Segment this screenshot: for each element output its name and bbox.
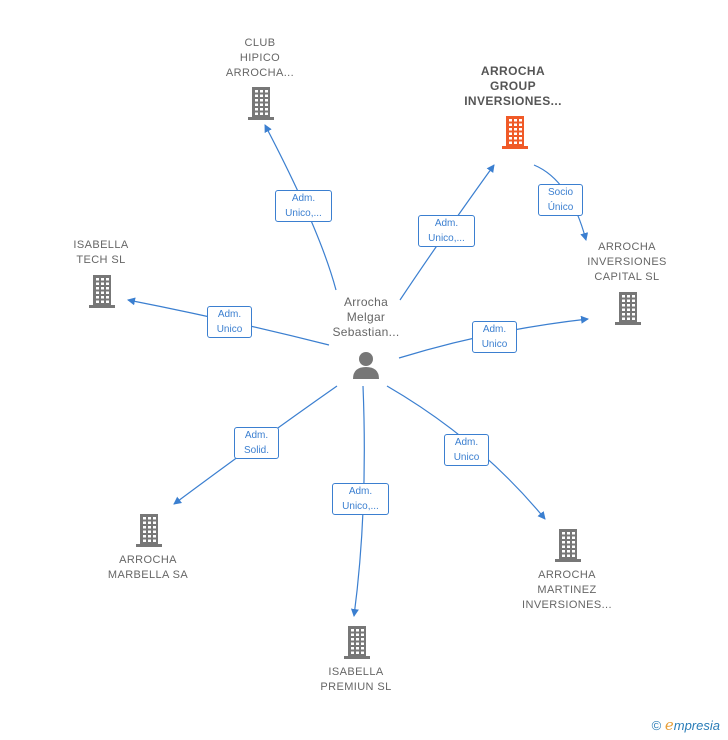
edge-label-group-capital[interactable]: Socio Único [538,184,583,216]
brand-initial: e [664,716,674,734]
building-icon-isabella_tech[interactable] [89,275,115,308]
node-label-group[interactable]: ARROCHA GROUP INVERSIONES... [464,64,562,108]
node-label-isabella-tech[interactable]: ISABELLA TECH SL [73,239,129,266]
edge-label-marbella[interactable]: Adm. Solid. [234,427,279,459]
building-icon-capital[interactable] [615,292,641,325]
building-icon-marbella[interactable] [136,514,162,547]
node-label-capital[interactable]: ARROCHA INVERSIONES CAPITAL SL [587,241,667,283]
person-icon[interactable] [353,352,379,379]
edge-label-group[interactable]: Adm. Unico,... [418,215,475,247]
edge-label-martinez[interactable]: Adm. Unico [444,434,489,466]
node-label-club[interactable]: CLUB HIPICO ARROCHA... [225,37,295,79]
edge-label-isabella-tech[interactable]: Adm. Unico [207,306,252,338]
footer-brand: © empresia [652,716,720,734]
edge-label-capital[interactable]: Adm. Unico [472,321,517,353]
node-label-marbella[interactable]: ARROCHA MARBELLA SA [107,554,189,581]
building-icon-martinez[interactable] [555,529,581,562]
building-icon-premiun[interactable] [344,626,370,659]
building-icon-club[interactable] [248,87,274,120]
node-label-martinez[interactable]: ARROCHA MARTINEZ INVERSIONES... [522,569,612,611]
node-label-premiun[interactable]: ISABELLA PREMIUN SL [320,666,392,693]
brand-name: mpresia [673,718,720,733]
copyright-symbol: © [651,718,662,733]
building-icon-group[interactable] [502,116,528,149]
person-label-center[interactable]: Arrocha Melgar Sebastian... [332,295,400,339]
edge-label-club[interactable]: Adm. Unico,... [275,190,332,222]
edge-label-premiun[interactable]: Adm. Unico,... [332,483,389,515]
